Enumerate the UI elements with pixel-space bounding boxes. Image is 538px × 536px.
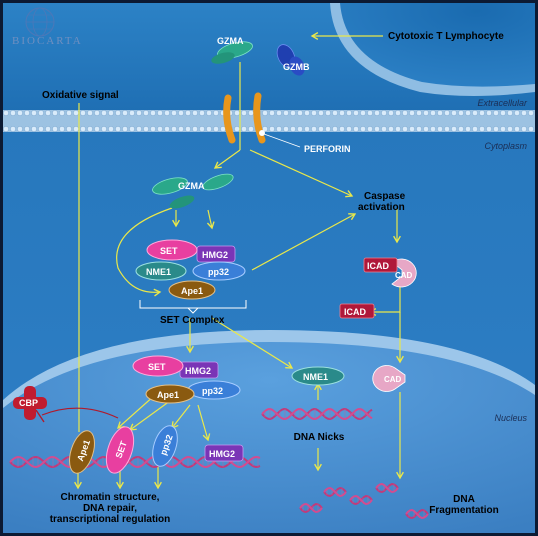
arrow-gzma-entry	[213, 149, 241, 169]
hmg2-label: HMG2	[202, 250, 228, 260]
ctl-cell	[340, 3, 535, 87]
caspase-label-1: Caspase	[364, 191, 406, 202]
oxidative-signal-label: Oxidative signal	[42, 90, 119, 101]
dna-bound-hmg2: HMG2	[204, 444, 244, 462]
set-complex-bracket-tip	[187, 307, 199, 314]
dna-fragment-4	[375, 482, 399, 494]
set-complex-label: SET Complex	[160, 315, 225, 326]
arrow-nme1-nucleus	[211, 317, 294, 369]
dna-nicks-label: DNA Nicks	[294, 432, 345, 443]
dna-fragment-5	[405, 508, 429, 520]
icad-label: ICAD	[367, 261, 389, 271]
dna-fragment-1	[299, 502, 323, 514]
pp32-label: pp32	[208, 267, 229, 277]
cytoplasm-label: Cytoplasm	[484, 141, 527, 151]
set-label: SET	[160, 246, 178, 256]
dna-nicks-helix	[261, 407, 373, 421]
gzma-cyto-label: GZMA	[178, 181, 205, 191]
arrow-ape1-dna	[116, 394, 156, 429]
set-oval	[146, 239, 198, 261]
gzmb: GZMB	[276, 44, 310, 76]
ape1-oval	[168, 280, 216, 300]
dna-hmg2-label: HMG2	[209, 449, 235, 459]
cbp-label: CBP	[19, 398, 38, 408]
set-complex: HMG2 SET NME1 pp32 Ape1	[135, 239, 246, 300]
caspase-label-2: activation	[358, 202, 405, 213]
n-pp32-label: pp32	[202, 386, 223, 396]
icad-cad-complex: CAD ICAD	[363, 257, 417, 288]
dna-fragment-2	[323, 486, 347, 498]
nme1-oval	[135, 261, 187, 281]
chromatin-label-1: Chromatin structure,	[61, 492, 160, 503]
dna-bound-pp32: pp32	[152, 425, 178, 467]
nuclear-cad: CAD	[372, 365, 406, 392]
dna-bound-ape1: Ape1	[69, 430, 95, 474]
nucleus-region	[3, 342, 535, 533]
n-nme1-label: NME1	[303, 372, 328, 382]
perforin-label: PERFORIN	[304, 144, 351, 154]
cbp-inhibition	[35, 407, 119, 423]
chromatin-label-2: DNA repair,	[83, 503, 137, 514]
pp32-oval	[192, 261, 246, 281]
n-ape1-label: Ape1	[157, 390, 179, 400]
arrow-to-caspase	[249, 149, 354, 198]
plasma-membrane	[3, 110, 535, 132]
icad-free-label: ICAD	[344, 307, 366, 317]
gzma-extracellular: GZMA	[211, 36, 253, 64]
n-hmg2-label: HMG2	[185, 366, 211, 376]
nuclear-nme1: NME1	[291, 366, 345, 386]
chromatin-label-3: transcriptional regulation	[50, 514, 171, 525]
arrow-gzma-hmg2	[206, 209, 215, 230]
biocarta-logo: BIOCARTA	[12, 7, 83, 47]
icad-free: ICAD	[339, 303, 375, 319]
arrow-loop-gzma	[116, 207, 173, 297]
n-set-label: SET	[148, 362, 166, 372]
arrow-pp32-dna	[171, 404, 191, 430]
cbp: CBP	[13, 386, 47, 420]
gzma-cytoplasm: GZMA	[152, 173, 234, 209]
cad-shape	[391, 258, 417, 288]
logo-text: BIOCARTA	[12, 35, 83, 47]
dna-fragmentation-label-2: Fragmentation	[429, 505, 498, 516]
n-cad-label: CAD	[384, 375, 402, 384]
ctl-label: Cytotoxic T Lymphocyte	[388, 31, 504, 42]
perforin-pore	[223, 92, 301, 148]
dna-bound-set: SET	[105, 426, 135, 474]
arrow-hmg2-dna	[197, 404, 211, 442]
arrow-complex-caspase	[251, 213, 357, 271]
nuclear-set-complex: HMG2 SET pp32 Ape1	[132, 355, 241, 404]
gzma-top-label: GZMA	[217, 36, 244, 46]
nucleus-label: Nucleus	[494, 413, 527, 423]
gzmb-label: GZMB	[283, 62, 310, 72]
extracellular-label: Extracellular	[477, 98, 528, 108]
dna-fragment-3	[349, 494, 373, 506]
ape1-label: Ape1	[181, 286, 203, 296]
icad-box	[363, 257, 398, 273]
nme1-label: NME1	[146, 267, 171, 277]
set-complex-bracket	[139, 300, 247, 309]
cad-label: CAD	[395, 271, 413, 280]
dna-fragmentation-label-1: DNA	[453, 494, 475, 505]
